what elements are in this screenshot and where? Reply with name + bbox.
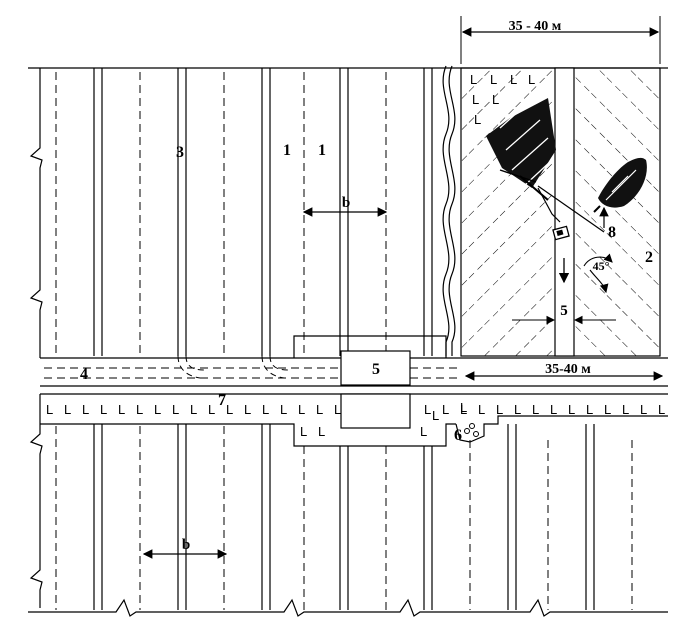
brushwood-mark: L: [100, 402, 107, 417]
tractor-icon: [552, 225, 570, 241]
marker-circle-2: [473, 431, 479, 437]
strip-link-3: [261, 355, 285, 379]
brushwood-mark: L: [492, 92, 499, 107]
loading-area-top-outline: [293, 335, 447, 358]
brush-band-outline-right: [455, 415, 668, 443]
skidding-path: [537, 187, 561, 223]
brushwood-mark: L: [640, 402, 647, 417]
marker-circle-1: [464, 428, 470, 434]
wavy-boundary-inner: [448, 65, 456, 356]
brushwood-mark: L: [490, 72, 497, 87]
brushwood-mark: L: [424, 402, 431, 417]
brushwood-mark: L: [154, 402, 161, 417]
label-1a: 1: [283, 142, 291, 159]
label-1b: 1: [318, 142, 326, 159]
brushwood-mark: L: [208, 402, 215, 417]
brushwood-mark: L: [300, 424, 307, 439]
marker-circle-3: [469, 423, 475, 429]
dim-mid-label: 35-40 м: [545, 362, 591, 377]
label-4: 4: [80, 366, 88, 383]
brushwood-mark: L: [586, 402, 593, 417]
standing-tree-icon: [593, 157, 647, 213]
strips-bottom-dashed: [55, 426, 633, 610]
brushwood-mark: L: [568, 402, 575, 417]
brushwood-mark: L: [298, 402, 305, 417]
lower-warehouse-box: [340, 393, 411, 429]
strip-link-2: [185, 355, 205, 371]
label-8: 8: [608, 224, 616, 241]
left-break-line-top: [29, 68, 43, 358]
angle-label: 45°: [593, 259, 610, 273]
brushwood-mark: L: [432, 408, 439, 423]
brushwood-mark: L: [550, 402, 557, 417]
brushwood-mark: L: [528, 72, 535, 87]
strips-top-dashed: [55, 72, 387, 356]
brushwood-mark: L: [46, 402, 53, 417]
label-3: 3: [176, 144, 184, 161]
bottom-break-line: [28, 598, 668, 617]
brushwood-mark: L: [172, 402, 179, 417]
brushwood-mark: L: [318, 424, 325, 439]
brushwood-mark: L: [496, 402, 503, 417]
brushwood-mark: L: [474, 112, 481, 127]
strips-bottom-solid: [93, 424, 595, 610]
felled-tree-icon: [486, 98, 556, 201]
label-5-box: 5: [372, 361, 380, 378]
strip-link-1: [177, 355, 201, 379]
skid-trail-strip: [554, 67, 575, 357]
wavy-boundary-outer: [442, 65, 450, 356]
labels: 35 - 40 м 35-40 м b b 1 1 2 3 4 5 5 6 7 …: [80, 19, 653, 553]
brushwood-mark: L: [316, 402, 323, 417]
skidding-cable-line: [537, 185, 605, 233]
road-section: [40, 350, 668, 395]
strip-link-4: [269, 355, 289, 371]
brushwood-mark: L: [420, 424, 427, 439]
label-6: 6: [454, 427, 462, 444]
b-label-top: b: [342, 195, 350, 211]
brushwood-mark: L: [262, 402, 269, 417]
label-7: 7: [218, 392, 226, 409]
brushwood-mark: L: [510, 72, 517, 87]
brushwood-mark: L: [472, 92, 479, 107]
brushwood-mark: L: [118, 402, 125, 417]
left-break-line-bottom: [29, 424, 43, 608]
brushwood-mark: L: [460, 402, 467, 417]
brushwood-mark: L: [190, 402, 197, 417]
brushwood-mark: L: [244, 402, 251, 417]
brushwood-mark: L: [460, 400, 467, 415]
label-5-strip: 5: [560, 303, 568, 319]
brushwood-mark: L: [514, 402, 521, 417]
brushwood-mark: L: [470, 72, 477, 87]
brushwood-mark: L: [64, 402, 71, 417]
brushwood-mark: L: [226, 402, 233, 417]
label-2: 2: [645, 249, 653, 266]
dim-top-label: 35 - 40 м: [509, 19, 562, 34]
angle-arc-lower: [589, 269, 609, 294]
brushwood-mark: L: [658, 402, 665, 417]
brushwood-mark: L: [442, 402, 449, 417]
b-label-bottom: b: [182, 537, 190, 553]
brushwood-mark: L: [532, 402, 539, 417]
brushwood-mark: L: [136, 402, 143, 417]
brushwood-mark: L: [82, 402, 89, 417]
brush-band-outline-left: [40, 423, 456, 447]
hatched-area-right: [574, 68, 660, 356]
brushwood-mark: L: [622, 402, 629, 417]
brushwood-mark: L: [280, 402, 287, 417]
brushwood-mark: L: [604, 402, 611, 417]
brushwood-mark: L: [334, 402, 341, 417]
angle-arc: [583, 253, 613, 267]
upper-warehouse-box: [340, 350, 411, 386]
brushwood-mark: L: [478, 402, 485, 417]
